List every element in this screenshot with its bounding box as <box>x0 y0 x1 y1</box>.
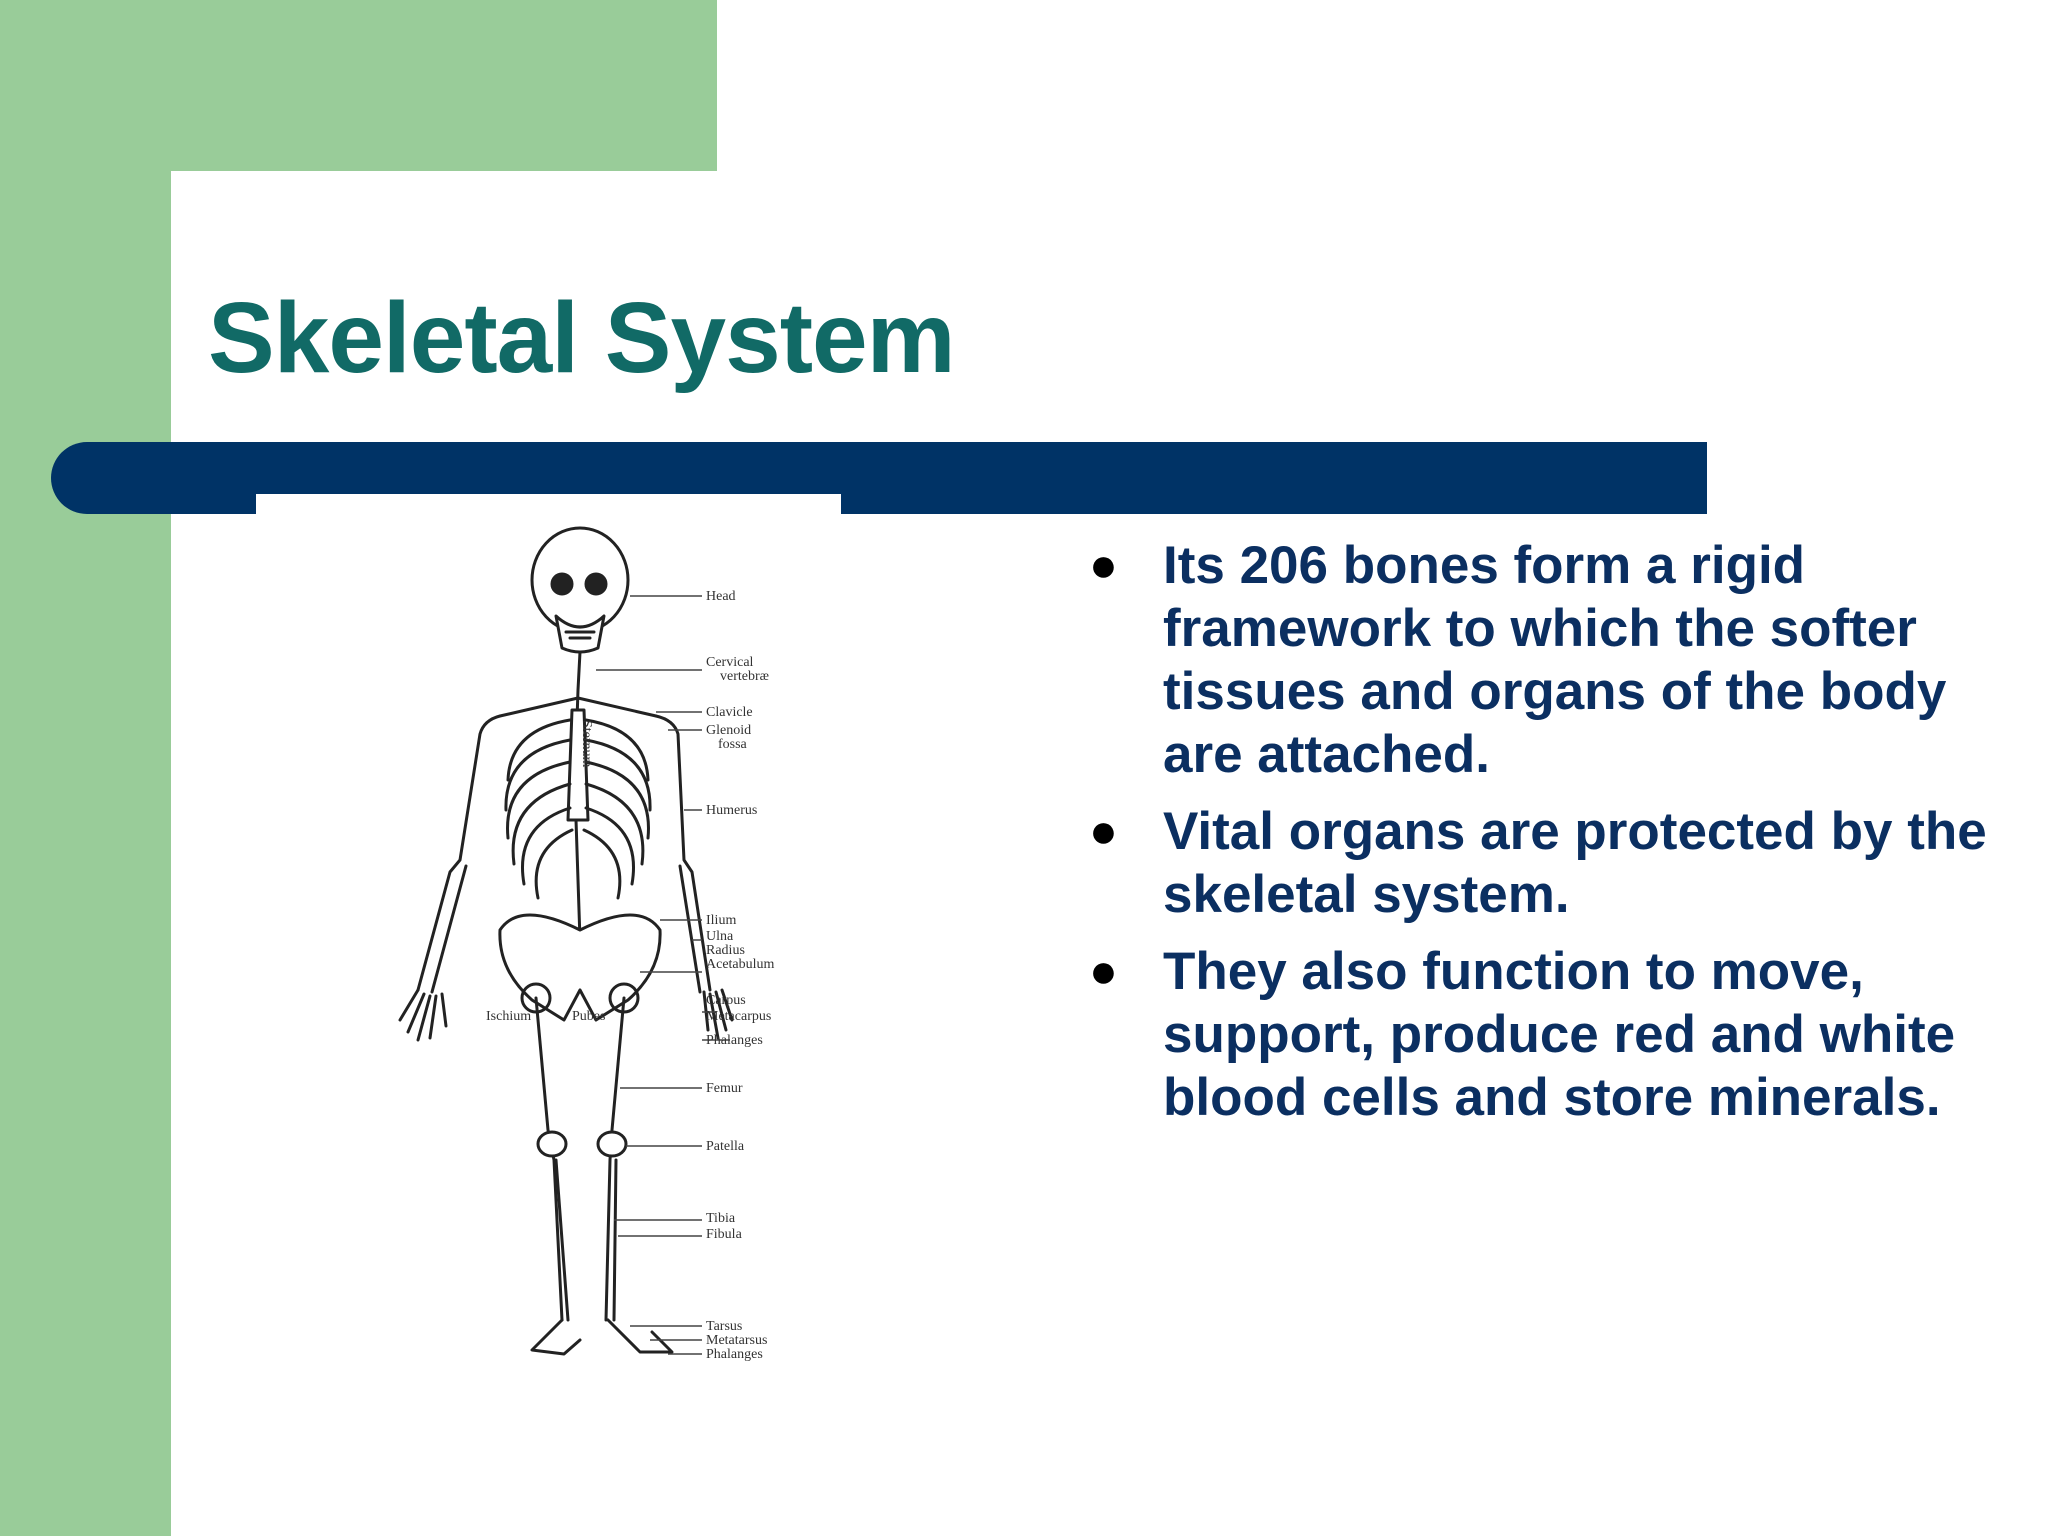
label-ulna: Ulna <box>706 929 734 944</box>
label-tibia: Tibia <box>706 1211 736 1226</box>
label-femur: Femur <box>706 1081 743 1096</box>
label-vertebrae: vertebræ <box>720 669 769 684</box>
label-sternum: Sternum <box>579 720 594 768</box>
label-head: Head <box>706 589 736 604</box>
bullet-text: Vital organs are protected by the skelet… <box>1163 802 1987 924</box>
bullet-text: They also function to move, support, pro… <box>1163 942 1956 1127</box>
label-humerus: Humerus <box>706 803 757 818</box>
skeleton-drawing: Head Cervical vertebræ Clavicle Glenoid … <box>398 526 775 1362</box>
label-ilium: Ilium <box>706 913 736 928</box>
bullet-dot-icon: ● <box>1089 539 1118 592</box>
green-sidebar <box>0 0 171 1536</box>
content-panel <box>171 171 2048 1536</box>
bullet-dot-icon: ● <box>1089 805 1118 858</box>
bullet-item: ● Its 206 bones form a rigid framework t… <box>1083 534 2003 786</box>
label-ischium: Ischium <box>486 1009 531 1024</box>
label-metatarsus: Metatarsus <box>706 1333 767 1348</box>
slide-title: Skeletal System <box>208 282 956 394</box>
label-metacarpus: Metacarpus <box>706 1009 771 1024</box>
label-glenoid: Glenoid <box>706 723 751 738</box>
label-patella: Patella <box>706 1139 745 1154</box>
label-phalanges-hand: Phalanges <box>706 1033 763 1048</box>
label-fibula: Fibula <box>706 1227 743 1242</box>
bullet-item: ● Vital organs are protected by the skel… <box>1083 800 2003 926</box>
skeleton-illustration: Head Cervical vertebræ Clavicle Glenoid … <box>300 520 820 1480</box>
bullet-dot-icon: ● <box>1089 945 1118 998</box>
label-phalanges-foot: Phalanges <box>706 1347 763 1362</box>
bullet-list: ● Its 206 bones form a rigid framework t… <box>1083 534 2003 1143</box>
bullet-item: ● They also function to move, support, p… <box>1083 940 2003 1129</box>
label-clavicle: Clavicle <box>706 705 753 720</box>
label-fossa: fossa <box>718 737 748 752</box>
title-bar-notch <box>256 494 841 516</box>
green-top-block <box>0 0 717 171</box>
label-cervical: Cervical <box>706 655 754 670</box>
label-pubes: Pubes <box>572 1009 605 1024</box>
bullet-text: Its 206 bones form a rigid framework to … <box>1163 536 1947 784</box>
label-radius: Radius <box>706 943 745 958</box>
label-acetabulum: Acetabulum <box>706 957 775 972</box>
label-carpus: Carpus <box>706 993 746 1008</box>
label-tarsus: Tarsus <box>706 1319 742 1334</box>
